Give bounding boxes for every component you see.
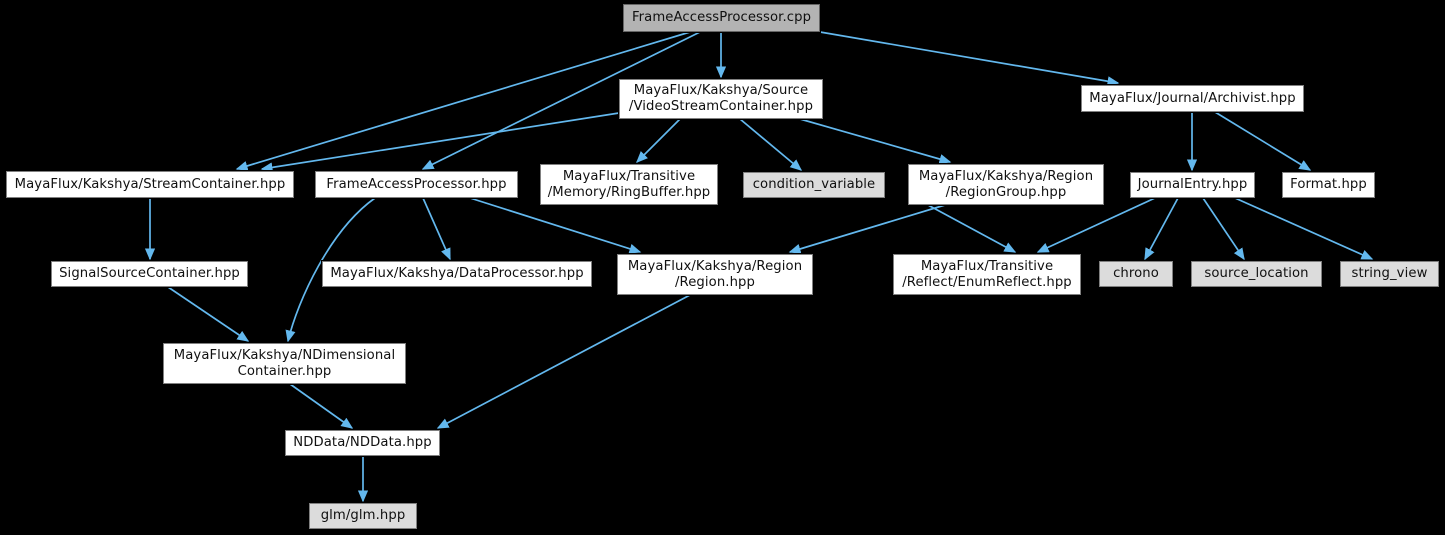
graph-node-label: MayaFlux/Transitive /Memory/RingBuffer.h…	[547, 168, 711, 200]
graph-node-label: glm/glm.hpp	[320, 508, 406, 524]
dependency-edge	[436, 294, 691, 429]
graph-node-chrono[interactable]: chrono	[1098, 260, 1174, 288]
graph-node-region[interactable]: MayaFlux/Kakshya/Region /Region.hpp	[616, 253, 814, 296]
graph-node-glm[interactable]: glm/glm.hpp	[308, 502, 418, 530]
graph-node-label: MayaFlux/Journal/Archivist.hpp	[1089, 90, 1296, 106]
dependency-edge	[469, 197, 642, 254]
dependency-edge	[1144, 197, 1179, 261]
graph-node-label: string_view	[1351, 266, 1428, 282]
dependency-edge	[739, 118, 803, 171]
dependency-edge	[1214, 111, 1312, 171]
dependency-edge	[636, 118, 681, 163]
graph-node-label: Format.hpp	[1290, 177, 1367, 193]
dependency-edge	[927, 204, 1017, 253]
dependency-edge	[819, 31, 1120, 87]
graph-node-nddata[interactable]: NDData/NDData.hpp	[284, 429, 441, 457]
graph-node-sourceloc[interactable]: source_location	[1190, 260, 1323, 288]
graph-node-signalsource[interactable]: SignalSourceContainer.hpp	[50, 260, 249, 288]
graph-node-label: source_location	[1204, 266, 1309, 282]
dependency-edge	[235, 31, 691, 171]
dependency-edge	[421, 31, 701, 170]
graph-node-label: SignalSourceContainer.hpp	[59, 266, 240, 282]
graph-node-label: FrameAccessProcessor.hpp	[326, 176, 507, 192]
graph-node-label: NDData/NDData.hpp	[293, 435, 432, 451]
graph-node-format[interactable]: Format.hpp	[1281, 171, 1376, 199]
graph-node-condvar[interactable]: condition_variable	[742, 171, 886, 199]
graph-node-archivist[interactable]: MayaFlux/Journal/Archivist.hpp	[1080, 84, 1305, 113]
graph-node-label: JournalEntry.hpp	[1137, 177, 1248, 193]
graph-node-root[interactable]: FrameAccessProcessor.cpp	[622, 3, 821, 33]
graph-node-label: condition_variable	[752, 177, 876, 193]
graph-node-label: chrono	[1113, 266, 1159, 282]
graph-node-stringview[interactable]: string_view	[1339, 260, 1440, 288]
dependency-edge	[1036, 197, 1156, 253]
edge-group	[144, 31, 1374, 503]
graph-node-ndcontainer[interactable]: MayaFlux/Kakshya/NDimensional Container.…	[162, 342, 407, 385]
graph-node-dataprocessor[interactable]: MayaFlux/Kakshya/DataProcessor.hpp	[321, 260, 593, 288]
graph-node-label: FrameAccessProcessor.cpp	[631, 10, 812, 26]
dependency-edge	[285, 197, 376, 343]
graph-node-streamcontainer[interactable]: MayaFlux/Kakshya/StreamContainer.hpp	[5, 170, 295, 199]
dependency-edge	[422, 197, 451, 261]
graph-node-label: MayaFlux/Kakshya/Source /VideoStreamCont…	[628, 83, 814, 114]
dependency-edge	[167, 286, 250, 342]
dependency-edge	[799, 118, 952, 164]
dependency-edge	[1202, 197, 1245, 261]
graph-node-label: MayaFlux/Kakshya/NDimensional Container.…	[173, 347, 396, 379]
graph-node-enumreflect[interactable]: MayaFlux/Transitive /Reflect/EnumReflect…	[892, 253, 1082, 296]
dependency-edge	[788, 204, 946, 254]
graph-node-fapheader[interactable]: FrameAccessProcessor.hpp	[314, 170, 519, 199]
dependency-edge	[289, 383, 354, 429]
graph-node-label: MayaFlux/Transitive /Reflect/EnumReflect…	[902, 258, 1072, 290]
graph-node-journalentry[interactable]: JournalEntry.hpp	[1129, 171, 1256, 199]
dependency-edge	[260, 112, 620, 173]
graph-node-label: MayaFlux/Kakshya/DataProcessor.hpp	[330, 266, 584, 282]
graph-node-regiongroup[interactable]: MayaFlux/Kakshya/Region /RegionGroup.hpp	[907, 163, 1105, 206]
graph-node-videostream[interactable]: MayaFlux/Kakshya/Source /VideoStreamCont…	[618, 78, 824, 120]
graph-node-label: MayaFlux/Kakshya/Region /RegionGroup.hpp	[918, 168, 1094, 200]
graph-node-label: MayaFlux/Kakshya/Region /Region.hpp	[627, 258, 803, 290]
graph-node-label: MayaFlux/Kakshya/StreamContainer.hpp	[14, 176, 286, 192]
graph-node-ringbuffer[interactable]: MayaFlux/Transitive /Memory/RingBuffer.h…	[539, 163, 719, 206]
dependency-edge	[1234, 197, 1374, 260]
